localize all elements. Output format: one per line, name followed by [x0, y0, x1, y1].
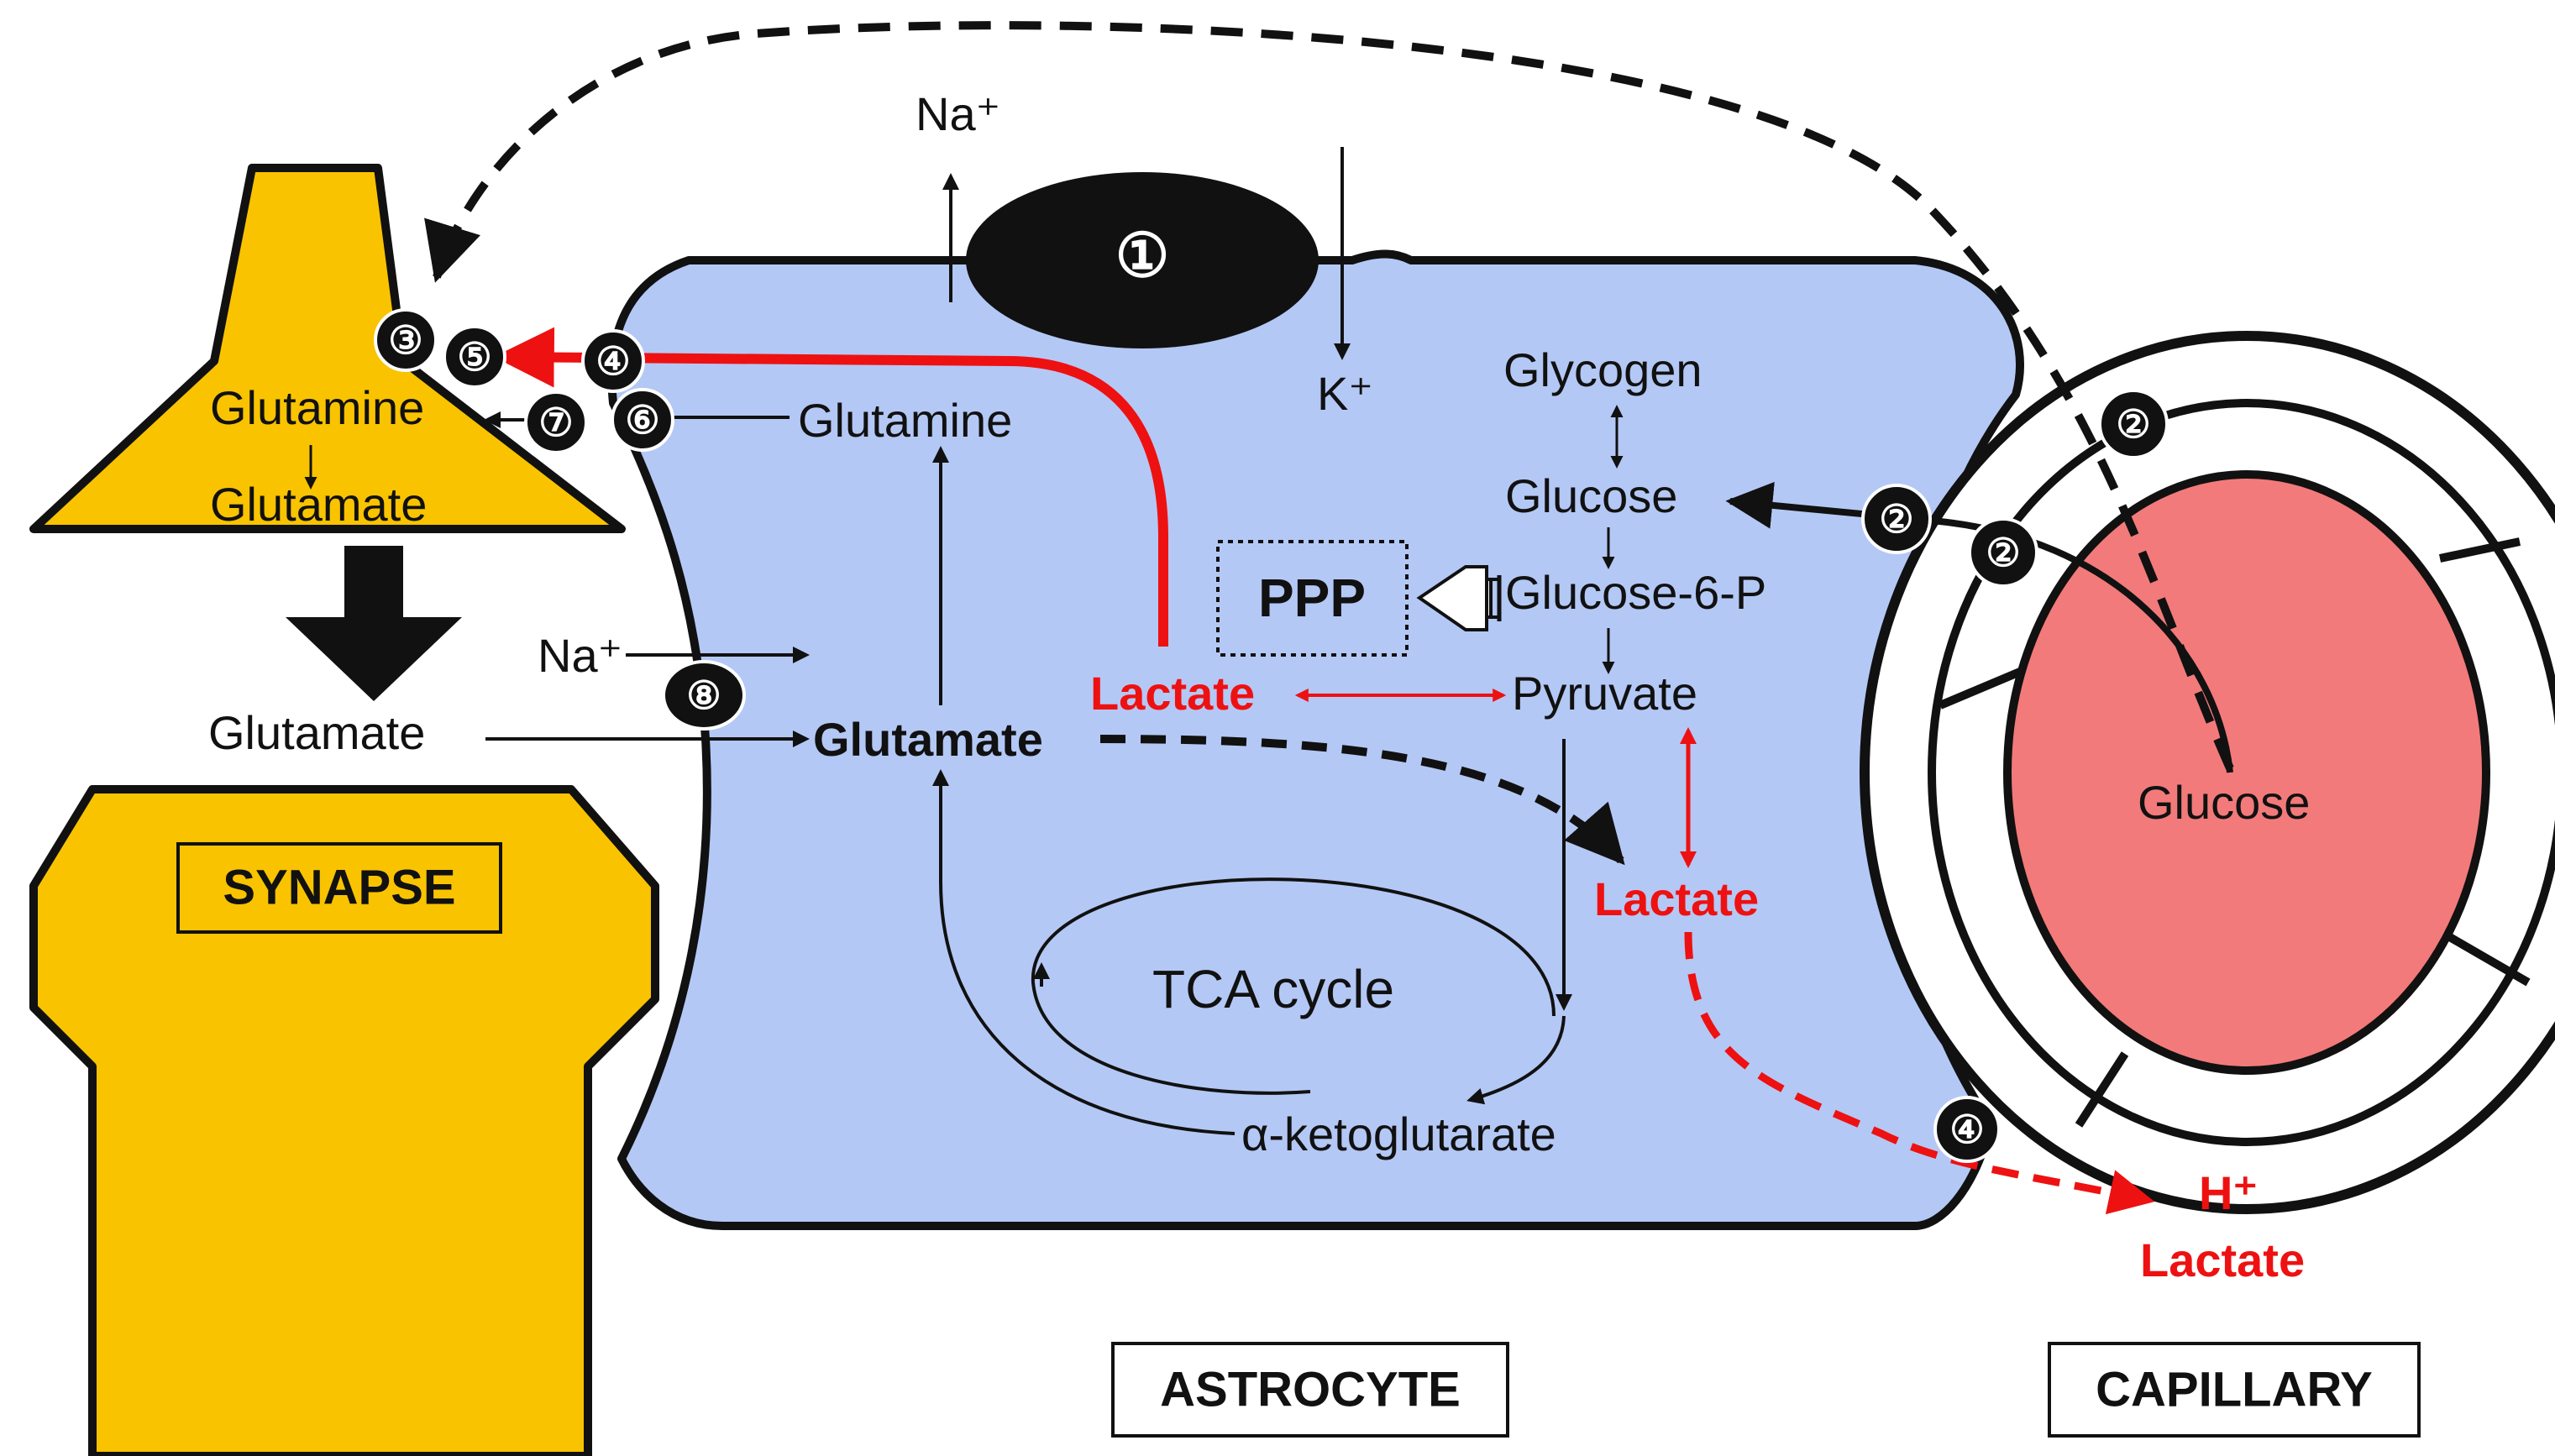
- marker-2b: ②: [1879, 497, 1913, 541]
- glutamate-extracellular-label: Glutamate: [208, 706, 425, 759]
- postsynaptic-neuron: [29, 785, 659, 1456]
- glutamate-to-lactate-dashed-arrow: [1099, 735, 1625, 866]
- glutamine-synapse-label: Glutamine: [210, 381, 424, 434]
- na-label-mid: Na⁺: [538, 629, 622, 682]
- glucose-to-neuron-dashed-arrow: [424, 21, 2234, 771]
- alpha-kg-label: α-ketoglutarate: [1241, 1108, 1556, 1160]
- glucose-astro-label: Glucose: [1505, 469, 1677, 522]
- marker-2a-circle: [2098, 389, 2169, 459]
- capillary-segment-line: [2446, 932, 2531, 987]
- lactate-efflux-dashed-arrow: [1684, 931, 2155, 1215]
- glutamate-astro-label: Glutamate: [813, 713, 1043, 766]
- marker-5-circle: [443, 325, 506, 389]
- lactate-out-label: Lactate: [2140, 1233, 2305, 1286]
- marker-4b: ④: [1949, 1108, 1984, 1151]
- marker-6-circle: [611, 388, 674, 452]
- k-label: K⁺: [1317, 367, 1373, 420]
- marker-2c-circle: [1968, 517, 2038, 588]
- ppp-label: PPP: [1258, 568, 1366, 628]
- synapse-label: SYNAPSE: [223, 861, 455, 915]
- lactate-mid-label: Lactate: [1594, 872, 1759, 925]
- capillary-label: CAPILLARY: [2096, 1363, 2373, 1417]
- marker-6: ⑥: [625, 398, 659, 442]
- red-blood-cell: [2003, 470, 2490, 1075]
- capillary-segment-line: [2438, 537, 2521, 563]
- glutamine-astro-label: Glutamine: [798, 394, 1012, 447]
- glucose-6-p-label: Glucose-6-P: [1505, 566, 1766, 619]
- lactate-to-neuron-arrow: [493, 327, 1168, 647]
- akg-to-glutamate-arrow: [932, 769, 1236, 1135]
- transporter-markers: ③ ⑤ ④ ⑦ ⑥ ⑧ ② ② ② ④: [374, 308, 2169, 1163]
- tca-cycle-label: TCA cycle: [1152, 959, 1394, 1019]
- ppp-box: [1216, 540, 1409, 657]
- synapse-label-box: [176, 842, 502, 934]
- marker-1: ①: [1115, 223, 1170, 290]
- marker-7: ⑦: [538, 401, 573, 444]
- marker-4b-circle: [1933, 1096, 2001, 1163]
- glutamate-release-arrow: [286, 546, 462, 701]
- tca-cycle-loop: [1031, 877, 1556, 1095]
- marker-5: ⑤: [457, 335, 491, 379]
- marker-8: ⑧: [686, 673, 721, 717]
- glutamate-synapse-label: Glutamate: [210, 478, 427, 531]
- marker-7-circle: [524, 390, 588, 454]
- lactate-astro-label: Lactate: [1090, 667, 1255, 720]
- marker-8-ellipse: [662, 660, 746, 731]
- glucose-capillary-label: Glucose: [2138, 776, 2310, 829]
- capillary-segment-line: [2075, 1051, 2129, 1128]
- capillary-segment-line: [1939, 668, 2022, 710]
- marker-2c: ②: [1986, 531, 2020, 574]
- marker-3-circle: [374, 308, 438, 372]
- astrocyte-label: ASTROCYTE: [1160, 1363, 1461, 1417]
- astrocyte-label-box: [1111, 1342, 1509, 1438]
- marker-2a: ②: [2116, 402, 2150, 446]
- marker-2b-circle: [1861, 484, 1932, 554]
- glycogen-label: Glycogen: [1503, 343, 1702, 396]
- marker-4a-circle: [581, 329, 645, 393]
- presynaptic-terminal: [29, 164, 626, 533]
- na-label-top: Na⁺: [915, 87, 1000, 140]
- h-plus-label: H⁺: [2199, 1166, 2258, 1219]
- marker-4a: ④: [595, 339, 630, 383]
- capillary-label-box: [2048, 1342, 2421, 1438]
- tca-cycle-entry: [1466, 1015, 1566, 1105]
- na-k-pump: [966, 172, 1319, 348]
- pyruvate-label: Pyruvate: [1512, 667, 1697, 720]
- marker-3: ③: [388, 318, 422, 362]
